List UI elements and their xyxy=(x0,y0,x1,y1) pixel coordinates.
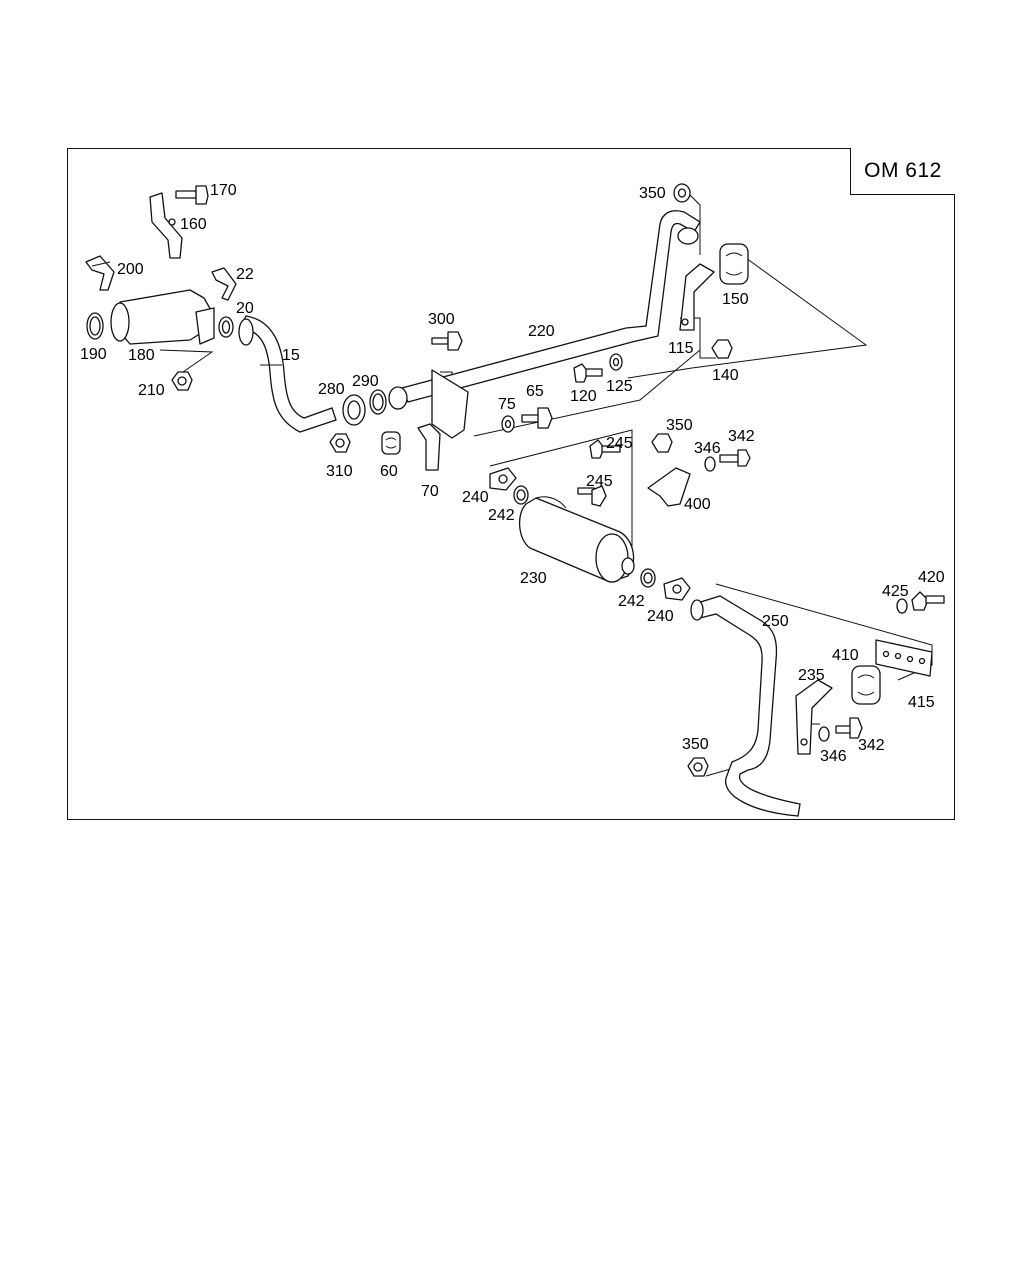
callout-75: 75 xyxy=(498,396,516,413)
callout-labels: 170 160 200 22 20 190 180 15 210 300 220… xyxy=(80,182,945,765)
callout-280: 280 xyxy=(318,381,345,398)
tailpipe-250 xyxy=(690,595,801,817)
callout-250: 250 xyxy=(762,613,789,630)
callout-190: 190 xyxy=(80,346,107,363)
callout-125: 125 xyxy=(606,378,633,395)
ring-242-right xyxy=(640,568,656,588)
bracket-415 xyxy=(875,639,933,677)
nut-350-mid xyxy=(651,433,673,453)
callout-115: 115 xyxy=(668,340,694,357)
callout-20: 20 xyxy=(236,300,254,317)
bolt-342-bottom xyxy=(835,717,863,739)
bolt-170 xyxy=(175,185,209,205)
callout-415: 415 xyxy=(908,694,935,711)
callout-170: 170 xyxy=(210,182,237,199)
nut-350-bottom xyxy=(687,757,709,777)
gasket-290 xyxy=(369,389,387,415)
callout-245-top: 245 xyxy=(606,435,633,452)
callout-342-top: 342 xyxy=(728,428,755,445)
callout-350-bottom: 350 xyxy=(682,736,709,753)
callout-242-right: 242 xyxy=(618,593,645,610)
hanger-60 xyxy=(381,431,401,455)
washer-350-top xyxy=(673,183,691,203)
callout-342-bottom: 342 xyxy=(858,737,885,754)
clip-22 xyxy=(211,267,237,301)
clip-200 xyxy=(85,255,115,291)
engine-model-label: OM 612 xyxy=(850,148,955,195)
callout-425: 425 xyxy=(882,583,909,600)
callout-140: 140 xyxy=(712,367,739,384)
bracket-400 xyxy=(647,467,691,507)
nut-210 xyxy=(171,371,193,391)
callout-346-top: 346 xyxy=(694,440,721,457)
washer-346-top xyxy=(704,456,716,472)
callout-410: 410 xyxy=(832,647,859,664)
bolt-245-top xyxy=(589,439,621,459)
gasket-240-right xyxy=(663,577,691,601)
bracket-plate-220 xyxy=(431,369,469,439)
callout-200: 200 xyxy=(117,261,144,278)
bracket-115 xyxy=(679,263,715,331)
callout-70: 70 xyxy=(421,483,439,500)
callout-180: 180 xyxy=(128,347,155,364)
callout-300: 300 xyxy=(428,311,455,328)
washer-75 xyxy=(501,415,515,433)
callout-160: 160 xyxy=(180,216,207,233)
bolt-65 xyxy=(521,407,553,429)
gasket-190 xyxy=(86,312,104,340)
nut-310 xyxy=(329,433,351,453)
callout-210: 210 xyxy=(138,382,165,399)
hanger-150 xyxy=(719,243,749,285)
callout-400: 400 xyxy=(684,496,711,513)
gasket-240-left xyxy=(489,467,517,491)
callout-245-mid: 245 xyxy=(586,473,613,490)
callout-150: 150 xyxy=(722,291,749,308)
bolt-342-top xyxy=(719,449,751,467)
callout-350-mid: 350 xyxy=(666,417,693,434)
washer-346-bottom xyxy=(818,726,830,742)
callout-220: 220 xyxy=(528,323,555,340)
bolt-120 xyxy=(573,363,603,383)
diagram-frame xyxy=(67,148,955,820)
bolt-300 xyxy=(431,331,463,351)
callout-242-left: 242 xyxy=(488,507,515,524)
engine-model-text: OM 612 xyxy=(864,159,942,182)
hanger-410 xyxy=(851,665,881,705)
bracket-70 xyxy=(417,423,441,471)
callout-230: 230 xyxy=(520,570,547,587)
callout-290: 290 xyxy=(352,373,379,390)
callout-310: 310 xyxy=(326,463,353,480)
callout-235: 235 xyxy=(798,667,825,684)
callout-346-bottom: 346 xyxy=(820,748,847,765)
callout-240-left: 240 xyxy=(462,489,489,506)
washer-125 xyxy=(609,353,623,371)
callout-350-top: 350 xyxy=(639,185,666,202)
catalytic-converter-180 xyxy=(110,289,215,345)
callout-15: 15 xyxy=(282,347,300,364)
callout-120: 120 xyxy=(570,388,597,405)
callout-420: 420 xyxy=(918,569,945,586)
ring-242-left xyxy=(513,485,529,505)
muffler-230 xyxy=(519,496,635,583)
bolt-420 xyxy=(911,591,945,611)
callout-22: 22 xyxy=(236,266,254,283)
bolt-245-mid xyxy=(577,485,607,507)
callout-60: 60 xyxy=(380,463,398,480)
callout-65: 65 xyxy=(526,383,544,400)
callout-240-right: 240 xyxy=(647,608,674,625)
nut-140 xyxy=(711,339,733,359)
bracket-160 xyxy=(149,192,183,259)
bracket-235 xyxy=(795,679,833,755)
ring-20 xyxy=(218,316,234,338)
clamp-280 xyxy=(342,394,366,426)
washer-425 xyxy=(896,598,908,614)
pipe-15 xyxy=(238,315,337,433)
